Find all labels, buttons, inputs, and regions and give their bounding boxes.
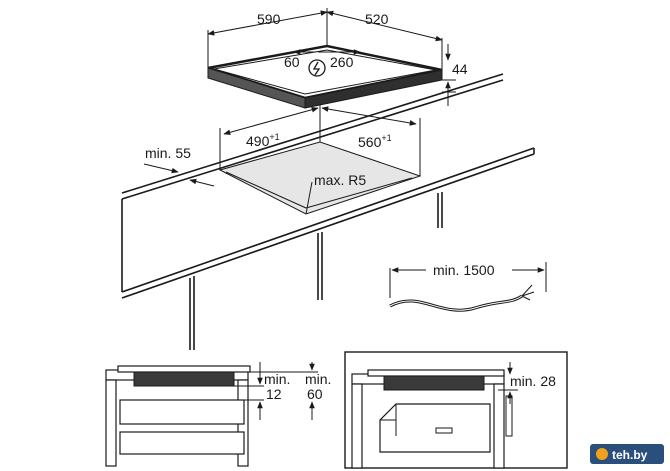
width-dimension-line — [207, 10, 328, 36]
logo-icon — [596, 448, 608, 460]
gap-min-label: min. — [264, 371, 290, 387]
power-cable — [389, 294, 523, 312]
power-plug-icon — [308, 59, 326, 77]
hob-height-label: 44 — [452, 61, 468, 77]
hob-body-section — [133, 371, 235, 387]
section-oven-drawing: min. 28 — [344, 351, 568, 469]
section-drawer-drawing: min. 12 min. 60 — [105, 362, 331, 467]
hob-inner-frame — [213, 49, 437, 95]
worktop-drawing: 490+1 560+1 min. 55 max. R5 — [121, 73, 535, 350]
depth-min-label: min. — [305, 371, 331, 387]
depth-dimension-line — [326, 10, 443, 42]
watermark-text: teh.by — [612, 448, 648, 462]
depth-value-label: 60 — [307, 386, 323, 402]
cable-length-label: min. 1500 — [433, 262, 495, 278]
cutout-width-label: 490+1 — [246, 132, 280, 149]
corner-radius-leader — [305, 181, 313, 215]
cable-drawing: min. 1500 — [389, 262, 547, 312]
corner-radius-label: max. R5 — [314, 172, 366, 188]
drawer-lower — [119, 431, 245, 455]
oven-gap-label: min. 28 — [510, 373, 556, 389]
edge-min-label: min. 55 — [145, 145, 191, 161]
cable-offset-b-label: 260 — [330, 54, 354, 70]
watermark: teh.by — [590, 444, 664, 464]
watermark-badge — [590, 444, 664, 464]
gap-value-label: 12 — [266, 386, 282, 402]
hob-width-label: 590 — [257, 11, 281, 27]
cutout-depth-dimension — [321, 106, 417, 126]
edge-min-arrow-right — [189, 178, 215, 187]
edge-min-arrow-left — [143, 163, 179, 174]
cutout-depth-label: 560+1 — [358, 133, 392, 150]
cutout-width-dimension — [223, 106, 319, 136]
oven-body — [379, 403, 491, 453]
hob-body-oven-section — [383, 375, 485, 391]
hob-drawing: 590 520 44 60 260 — [207, 8, 468, 109]
drawer-upper — [119, 399, 245, 425]
hob-depth-label: 520 — [365, 11, 389, 27]
cable-offset-a-label: 60 — [284, 54, 300, 70]
